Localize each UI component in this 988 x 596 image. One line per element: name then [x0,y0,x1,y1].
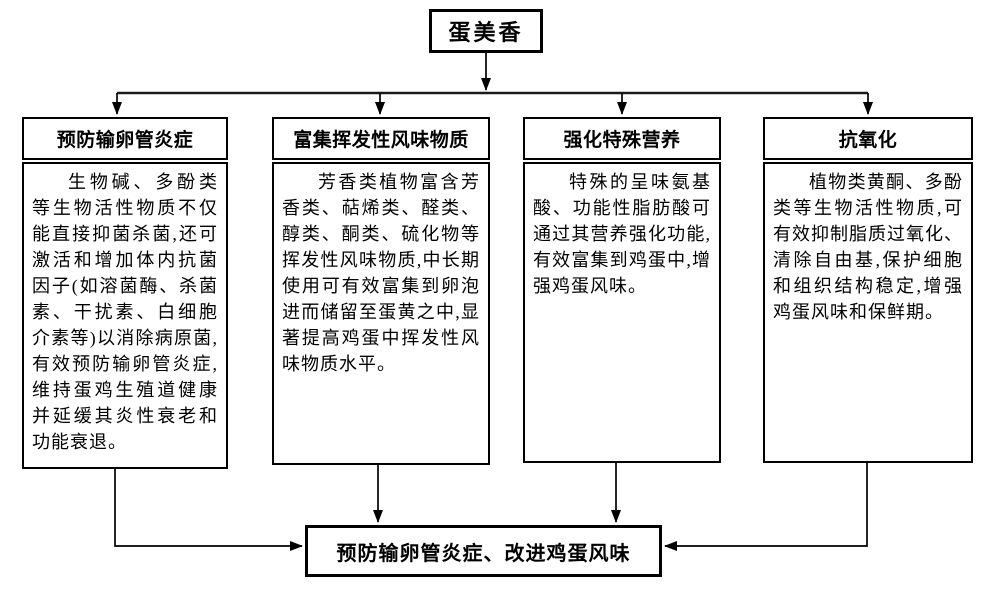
root-node: 蛋美香 [429,9,543,53]
column-description: 植物类黄酮、多酚类等生物活性物质,可有效抑制脂质过氧化、清除自由基,保护细胞和组… [763,162,973,463]
column-description: 特殊的呈味氨基酸、功能性脂肪酸可通过其营养强化功能,有效富集到鸡蛋中,增强鸡蛋风… [523,162,721,463]
column-title: 抗氧化 [763,117,973,160]
column-enrich-volatile-flavor: 富集挥发性风味物质 芳香类植物富含芳香类、萜烯类、醛类、醇类、酮类、硫化物等挥发… [272,117,490,465]
column-description: 生物碱、多酚类等生物活性物质不仅能直接抑菌杀菌,还可激活和增加体内抗菌因子(如溶… [22,162,228,469]
arrow-column-1-to-outcome [114,469,303,551]
column-title: 预防输卵管炎症 [22,117,228,160]
column-antioxidant: 抗氧化 植物类黄酮、多酚类等生物活性物质,可有效抑制脂质过氧化、清除自由基,保护… [763,117,973,463]
column-prevent-oviduct-inflammation: 预防输卵管炎症 生物碱、多酚类等生物活性物质不仅能直接抑菌杀菌,还可激活和增加体… [22,117,228,469]
column-title: 强化特殊营养 [523,117,721,160]
column-title: 富集挥发性风味物质 [272,117,490,160]
column-description: 芳香类植物富含芳香类、萜烯类、醛类、醇类、酮类、硫化物等挥发性风味物质,中长期使… [272,162,490,465]
column-fortify-special-nutrition: 强化特殊营养 特殊的呈味氨基酸、功能性脂肪酸可通过其营养强化功能,有效富集到鸡蛋… [523,117,721,463]
arrow-column-4-to-outcome [664,463,868,551]
outcome-node: 预防输卵管炎症、改进鸡蛋风味 [305,525,662,577]
